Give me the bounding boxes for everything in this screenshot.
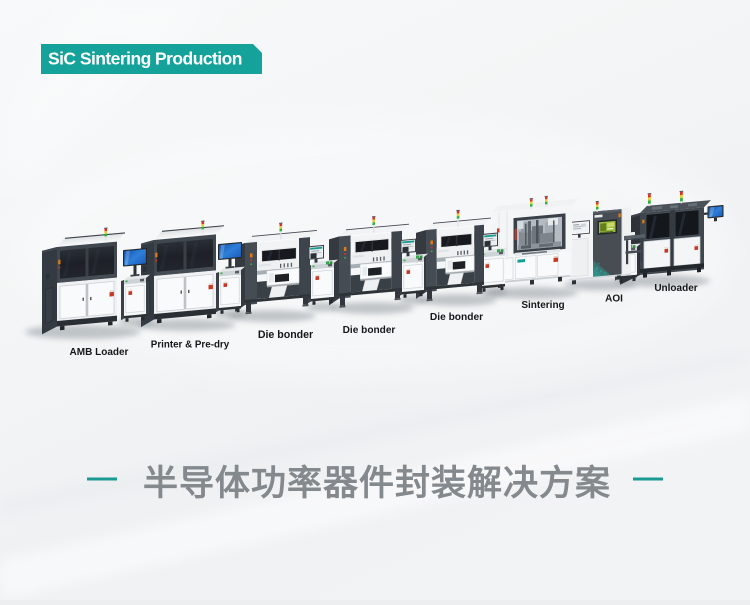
svg-text:Sintering: Sintering [521, 300, 564, 311]
svg-text:Die bonder: Die bonder [258, 329, 313, 341]
svg-text:Printer & Pre-dry: Printer & Pre-dry [151, 340, 230, 351]
svg-text:Die bonder: Die bonder [430, 312, 483, 323]
svg-text:SiC Sintering Production: SiC Sintering Production [48, 49, 242, 69]
svg-text:半导体功率器件封装解决方案: 半导体功率器件封装解决方案 [143, 464, 611, 503]
svg-text:Die bonder: Die bonder [343, 325, 396, 336]
svg-text:Unloader: Unloader [654, 283, 697, 294]
svg-text:AMB Loader: AMB Loader [70, 347, 129, 358]
svg-text:AOI: AOI [605, 294, 623, 305]
